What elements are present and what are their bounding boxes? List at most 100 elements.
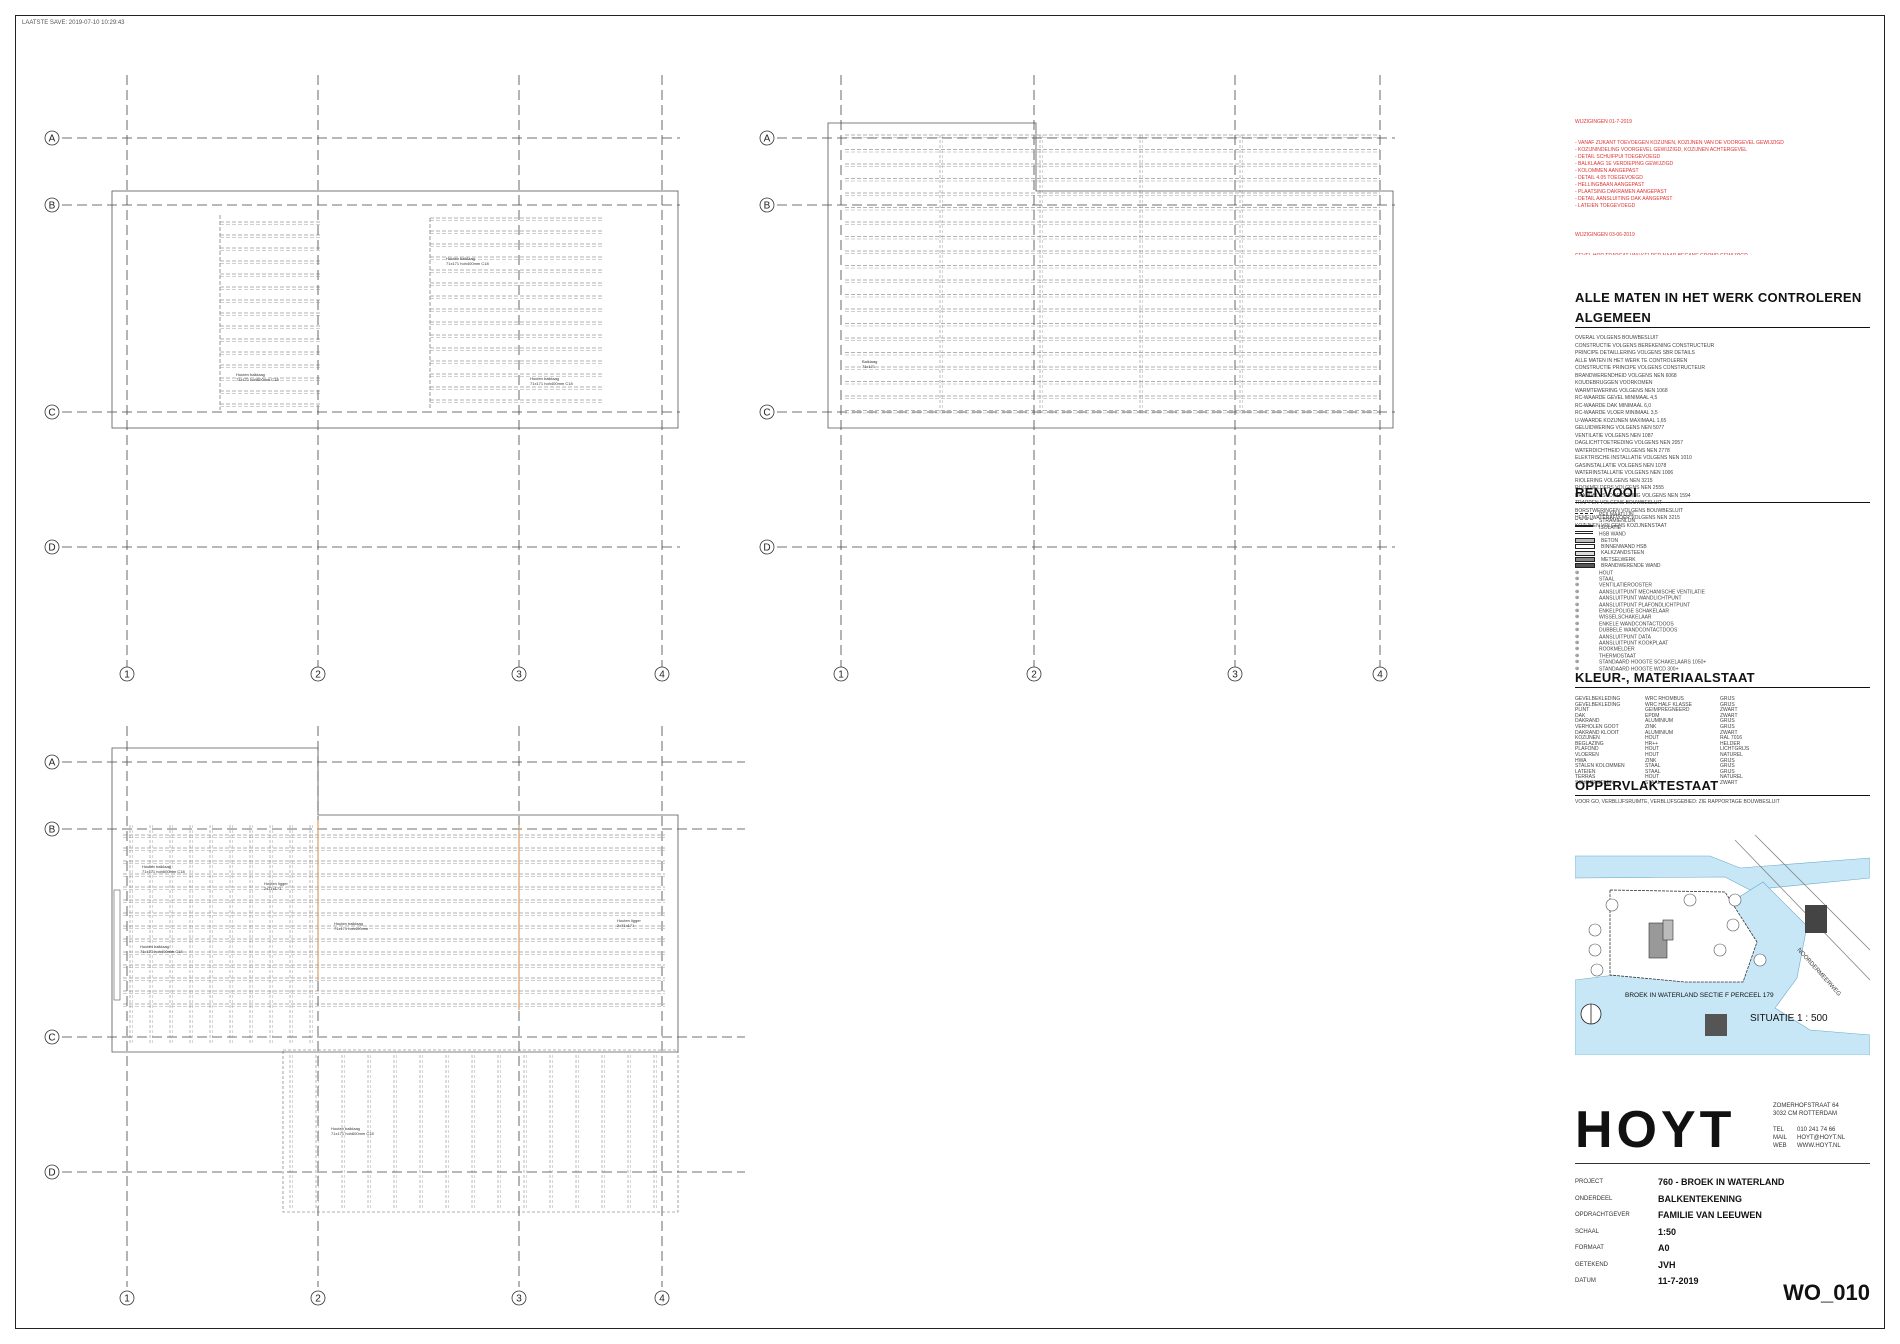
legend-row: HSB WAND xyxy=(1575,531,1626,538)
legend-label: VENTILATIEROOSTER xyxy=(1599,582,1652,589)
material-type: EPDM xyxy=(1645,712,1660,719)
revision-line: - PLAATSING DAKRAMEN AANGEPAST xyxy=(1575,189,1667,195)
grid-bubble xyxy=(44,404,60,420)
grid-label: C xyxy=(48,408,55,419)
legend-label: ENKELE WANDCONTACTDOOS xyxy=(1599,621,1674,628)
legend-label: STANDAARD HOOGTE WCD 300+ xyxy=(1599,665,1679,672)
material-type: ALUMINIUM xyxy=(1645,718,1674,725)
project-field-label: OPDRACHTGEVER xyxy=(1575,1212,1630,1218)
beam-note-line: 71x171 hoh600mm C18 xyxy=(331,1131,374,1136)
legend-label: ENKELPOLIGE SCHAKELAAR xyxy=(1599,608,1670,615)
floor-outline xyxy=(111,747,679,1053)
project-field-label: SCHAAL xyxy=(1575,1228,1600,1235)
legend-label: HSB WAND xyxy=(1599,531,1626,538)
grid-bubble xyxy=(44,197,60,213)
grid-label: D xyxy=(48,1168,55,1179)
project-field-label: ONDERDEEL xyxy=(1575,1195,1613,1202)
grid-label: 2 xyxy=(315,1294,321,1305)
grid-label: C xyxy=(48,1033,55,1044)
grid-bubble xyxy=(654,666,670,682)
legend-row: ⊕ STANDAARD HOOGTE WCD 300+ xyxy=(1575,666,1679,672)
legend-symbol-icon xyxy=(1575,519,1593,523)
algemeen-line: VENTILATIE VOLGENS NEN 1087 xyxy=(1575,432,1654,439)
grid-label: B xyxy=(49,201,56,212)
revision-line: - DETAIL AANSLUITING DAK AANGEPAST xyxy=(1575,196,1673,202)
material-element: SCHOORSTEEN xyxy=(1575,780,1614,786)
legend-row: ⊕ AANSLUITPUNT PLAFONDLICHTPUNT xyxy=(1575,602,1690,608)
legend-symbol-icon: ⊕ xyxy=(1575,665,1580,672)
sheet-number: WO_010 xyxy=(1783,1280,1870,1305)
material-element: PLINT xyxy=(1575,707,1590,714)
grid-bubble xyxy=(44,1164,60,1180)
situation-caption: BROEK IN WATERLAND SECTIE F PERCEEL 179 xyxy=(1625,992,1774,999)
material-color: GRIJS xyxy=(1720,763,1735,770)
project-field-value: 1:50 xyxy=(1658,1226,1677,1237)
legend-label: AANSLUITPUNT PLAFONDLICHTPUNT xyxy=(1599,601,1691,608)
building-annex xyxy=(1662,919,1674,941)
legend-label: STRAMIENLIJN xyxy=(1599,518,1636,525)
material-element: HWA xyxy=(1575,757,1587,764)
grid-label: D xyxy=(763,543,770,554)
legend-label: BINNENWAND HSB xyxy=(1601,544,1647,550)
legend-row: ⊕AANSLUITPUNT MECHANISCHE VENTILATIE xyxy=(1575,589,1705,595)
legend-symbol-icon: ⊕ xyxy=(1575,627,1580,634)
algemeen-line: DAGLICHTTOETREDING VOLGENS NEN 2057 xyxy=(1575,440,1683,446)
plot-boundary xyxy=(1609,889,1758,983)
algemeen-line: PRINCIPE DETAILLERING VOLGENS SBR DETAIL… xyxy=(1575,350,1695,356)
legend-symbol-icon xyxy=(1575,524,1593,530)
grid-label: 2 xyxy=(315,670,321,681)
material-color: GRIJS xyxy=(1720,757,1735,764)
legend-symbol-icon: ⊕ xyxy=(1575,646,1580,653)
algemeen-line: CONSTRUCTIE VOLGENS BEREKENING CONSTRUCT… xyxy=(1575,342,1715,349)
revision-line: - DETAIL SCHUIFPUI TOEGEVOEGD xyxy=(1575,154,1661,160)
grid-bubble xyxy=(1227,666,1243,682)
divider xyxy=(1575,687,1870,688)
grid-label: A xyxy=(49,758,56,769)
grid-bubble xyxy=(44,539,60,555)
legend-symbol-icon: ⊕ xyxy=(1575,659,1580,666)
grid-bubble xyxy=(759,539,775,555)
legend-row: ⊕THERMOSTAAT xyxy=(1575,653,1636,659)
beam-note-line: 71x171 xyxy=(862,364,876,369)
material-type: HOUT xyxy=(1645,746,1660,753)
legend-label: BRANDWERENDE WAND xyxy=(1601,563,1661,570)
algemeen-line: ELEKTRISCHE INSTALLATIE VOLGENS NEN 1010 xyxy=(1575,455,1692,461)
grid-label: 4 xyxy=(659,1294,665,1305)
grid-bubble xyxy=(44,130,60,146)
legend-symbol-icon xyxy=(1575,563,1595,569)
revision-notes: WIJZIGINGEN 01-7-2019 - VANAF ZIJKANT TO… xyxy=(1575,105,1875,255)
beam-note-line: 71x171 hoh400mm xyxy=(334,926,369,931)
legend-label: ISOLATIE xyxy=(1599,524,1622,531)
legend-symbol-icon: ⊕ xyxy=(1575,608,1580,614)
material-type: HOUT xyxy=(1645,774,1660,781)
grid-bubble xyxy=(119,666,135,682)
algemeen-line: RC-WAARDE GEVEL MINIMAAL 4,5 xyxy=(1575,395,1658,401)
legend-symbol-icon: ⊕ xyxy=(1575,652,1580,659)
legend-row: BRANDWERENDE WAND xyxy=(1575,563,1661,569)
tree-symbol xyxy=(1605,898,1619,912)
material-type: ZINK xyxy=(1645,724,1657,730)
grid-bubble xyxy=(759,197,775,213)
grid-bubble xyxy=(44,821,60,837)
algemeen-line: GELUIDWERING VOLGENS NEN 5077 xyxy=(1575,425,1665,431)
algemeen-line: BORSTWERINGEN VOLGENS BOUWBESLUIT xyxy=(1575,507,1684,514)
legend-row: ⊕STANDAARD HOOGTE SCHAKELAARS 1050+ xyxy=(1575,659,1706,665)
algemeen-line: WARMTEWERING VOLGENS NEN 1068 xyxy=(1575,387,1668,394)
terrace-outline xyxy=(282,1049,679,1213)
material-type: HR++ xyxy=(1645,740,1659,747)
algemeen-line: GASINSTALLATIE VOLGENS NEN 1078 xyxy=(1575,462,1667,469)
legend-row: ⊕STAAL xyxy=(1575,576,1614,582)
grid-bubble xyxy=(44,1029,60,1045)
legend-symbol-icon: ⊕ xyxy=(1575,601,1580,608)
legend-row: ⊕AANSLUITPUNT WANDLICHTPUNT xyxy=(1575,595,1682,601)
grid-label: 1 xyxy=(838,670,844,681)
section-algemeen: ALGEMEEN xyxy=(1575,310,1652,325)
legend-symbol-icon: ⊕ xyxy=(1575,614,1580,621)
material-color: NATUREL xyxy=(1720,774,1743,781)
legend-row: ⊕HOUT xyxy=(1575,570,1613,576)
legend-symbol-icon xyxy=(1575,544,1595,550)
